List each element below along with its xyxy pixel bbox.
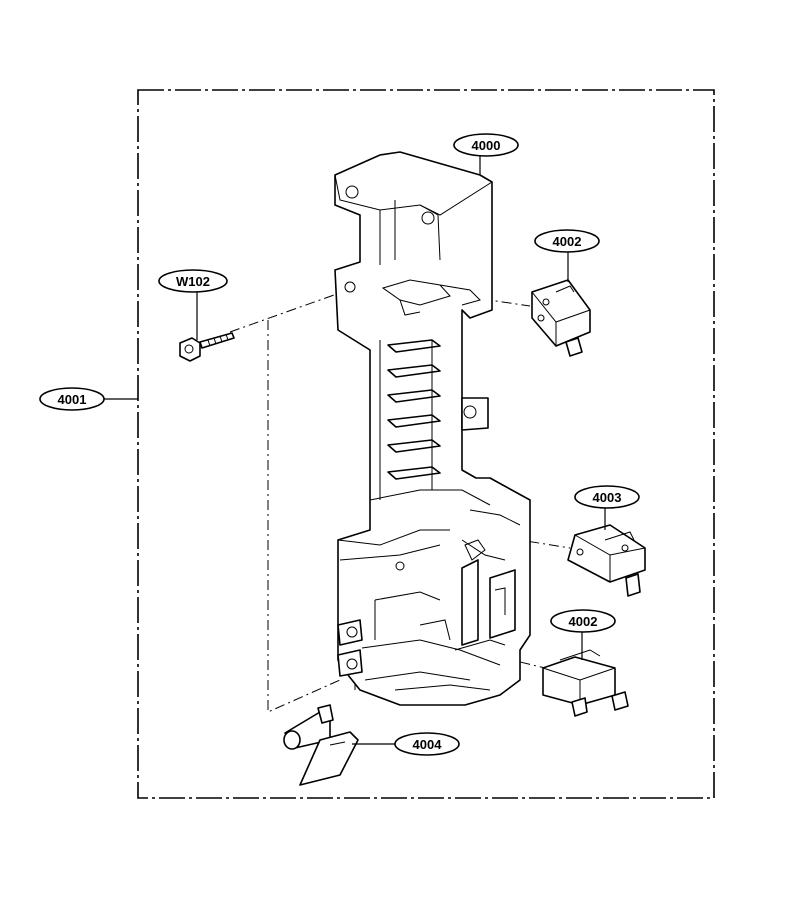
callout-4000: 4000 [453, 133, 519, 157]
bracket-part [334, 151, 531, 706]
micro-switch-middle [567, 524, 646, 597]
callout-4001: 4001 [39, 387, 105, 411]
callout-4002-upper-text: 4002 [553, 234, 582, 249]
assembly-frame [137, 89, 715, 799]
micro-switch-lower [542, 649, 629, 717]
callout-W102-text: W102 [176, 274, 210, 289]
callout-4002-upper: 4002 [534, 229, 600, 253]
bracket-ribs [379, 339, 441, 500]
callout-4004: 4004 [394, 732, 460, 756]
screw-part [179, 332, 235, 362]
callout-W102: W102 [158, 269, 228, 293]
callout-4000-text: 4000 [472, 138, 501, 153]
callout-4002-lower-text: 4002 [569, 614, 598, 629]
lever-part [283, 704, 359, 786]
callout-4003-text: 4003 [593, 490, 622, 505]
callout-4004-text: 4004 [413, 737, 443, 752]
callout-4001-text: 4001 [58, 392, 87, 407]
micro-switch-upper [531, 279, 591, 357]
callout-4003: 4003 [574, 485, 640, 509]
callout-4002-lower: 4002 [550, 609, 616, 633]
